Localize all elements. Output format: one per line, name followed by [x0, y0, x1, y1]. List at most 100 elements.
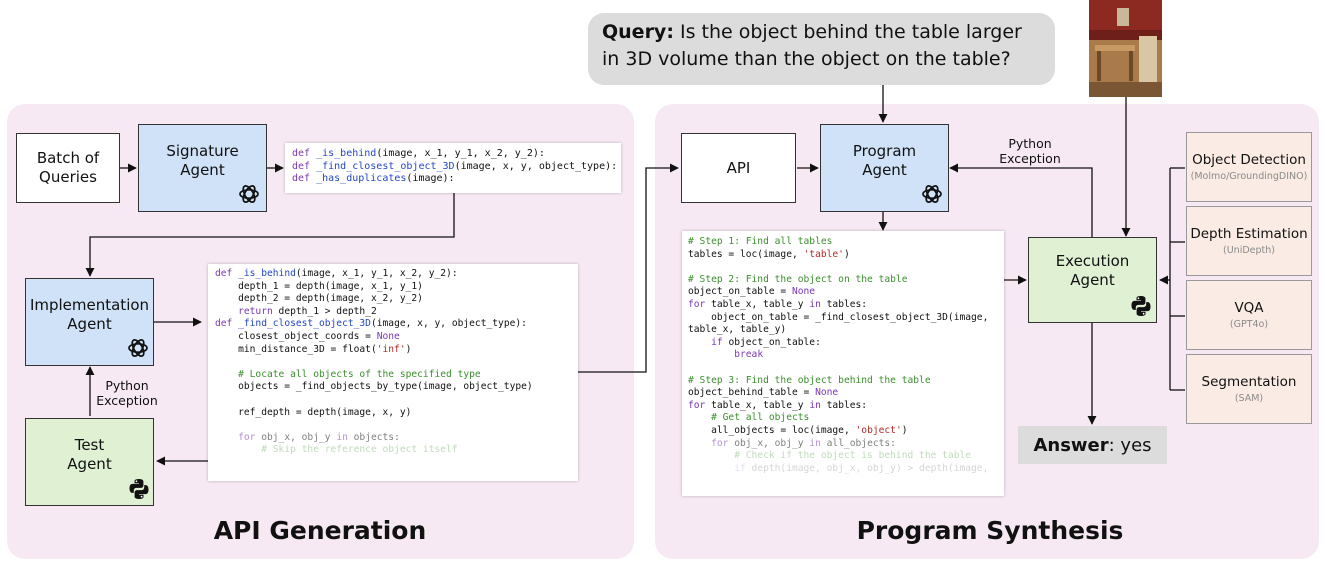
code-token: object_on_table = _find_closest_object_3… — [688, 311, 989, 323]
code-token: (image, x_1, y_1, x_2, y_2): — [376, 148, 545, 159]
code-line: # Locate all objects of the specified ty… — [215, 369, 571, 382]
code-line: depth_1 = depth(image, x_1, y_1) — [215, 281, 571, 294]
code-token: break — [734, 349, 764, 361]
code-token: _is_behind — [316, 148, 377, 159]
tool-object-detection: Object Detection (Molmo/GroundingDINO) — [1186, 132, 1312, 202]
tool-depth-estimation: Depth Estimation (UniDepth) — [1186, 206, 1312, 276]
code-line: ref_depth = depth(image, x, y) — [215, 407, 571, 420]
code-line: table_x, table_y) — [688, 324, 998, 337]
code-line: object_on_table = None — [688, 286, 998, 299]
code-line: def _has_duplicates(image): — [292, 172, 614, 185]
tool-sub: (GPT4o) — [1229, 319, 1269, 330]
code-token: # Step 2: Find the object on the table — [688, 273, 908, 285]
code-line: depth_2 = depth(image, x_2, y_2) — [215, 293, 571, 306]
code-line — [215, 394, 571, 407]
batch-of-queries-box: Batch of Queries — [16, 133, 120, 203]
code-line — [688, 362, 998, 375]
code-token: _find_closest_object_3D — [316, 160, 455, 172]
code-token: None — [376, 330, 400, 342]
python-icon — [1131, 296, 1151, 316]
code-line — [688, 261, 998, 274]
code-token: obj_x, obj_y — [734, 437, 810, 449]
code-token: 'object' — [855, 424, 902, 436]
code-token: # Check if the object is behind the tabl… — [688, 450, 972, 462]
signature-code-snippet: def _is_behind(image, x_1, y_1, x_2, y_2… — [285, 143, 621, 193]
tool-name: Depth Estimation — [1190, 226, 1308, 242]
code-token: in — [809, 298, 827, 310]
code-line: for obj_x, obj_y in objects: — [215, 432, 571, 445]
batch-of-queries-label: Batch of Queries — [36, 149, 100, 186]
code-token: depth_2 = depth(image, x_2, y_2) — [215, 293, 423, 305]
openai-icon — [239, 185, 259, 203]
code-line: def _find_closest_object_3D(image, x, y,… — [215, 318, 571, 331]
code-line: for table_x, table_y in tables: — [688, 400, 998, 413]
code-token: (image, x, y, object_type): — [370, 318, 527, 330]
code-line: # Get all objects — [688, 412, 998, 425]
code-line — [215, 356, 571, 369]
code-token: in — [809, 437, 827, 449]
query-text: Is the object behind the table larger in… — [602, 21, 1022, 70]
code-token: (image): — [406, 173, 455, 185]
code-line: # Step 1: Find all tables — [688, 236, 998, 249]
python-icon — [129, 479, 149, 499]
code-token: for — [688, 399, 712, 411]
tool-name: Segmentation — [1201, 374, 1297, 390]
program-synthesis-title: Program Synthesis — [856, 516, 1124, 545]
answer-label: Answer — [1033, 434, 1109, 456]
tool-segmentation: Segmentation (SAM) — [1186, 354, 1312, 424]
code-line: # Check if the object is behind the tabl… — [688, 450, 998, 463]
code-line: tables = loc(image, 'table') — [688, 249, 998, 262]
code-line: # Step 2: Find the object on the table — [688, 274, 998, 287]
query-label: Query: — [602, 21, 674, 43]
code-token: all_objects: — [826, 437, 896, 449]
code-line: break — [688, 349, 998, 362]
program-agent-label: Program Agent — [852, 142, 917, 179]
code-token: (image, x_1, y_1, x_2, y_2): — [295, 268, 458, 279]
test-agent-label: Test Agent — [67, 436, 112, 473]
code-token: object_on_table: — [728, 336, 821, 348]
code-token — [688, 463, 734, 474]
code-token: def — [292, 148, 317, 159]
code-token: in — [809, 399, 827, 411]
signature-agent-label: Signature Agent — [166, 142, 239, 179]
code-token: objects: — [353, 431, 400, 443]
code-token: if — [734, 462, 752, 474]
code-line: if depth(image, obj_x, obj_y) > depth(im… — [688, 463, 998, 476]
code-token: for — [688, 298, 712, 310]
code-token: ) — [405, 343, 412, 355]
code-token: in — [336, 431, 354, 443]
code-token: _has_duplicates — [316, 173, 407, 185]
code-token: ) — [901, 424, 908, 436]
code-line: if object_on_table: — [688, 337, 998, 350]
code-token: 'inf' — [376, 343, 406, 355]
answer-box: Answer : yes — [1018, 426, 1167, 464]
code-token: def — [292, 160, 317, 172]
code-line — [215, 419, 571, 432]
answer-value: : yes — [1108, 434, 1152, 456]
tool-name: Object Detection — [1192, 152, 1306, 168]
code-line: def _is_behind(image, x_1, y_1, x_2, y_2… — [292, 147, 614, 160]
openai-icon — [922, 185, 942, 203]
openai-icon — [128, 339, 148, 357]
code-token: # Step 3: Find the object behind the tab… — [688, 374, 931, 386]
code-token: # Locate all objects of the specified ty… — [215, 368, 481, 380]
code-token: object_on_table = — [688, 286, 792, 298]
code-token: objects = _find_objects_by_type(image, o… — [215, 381, 533, 393]
code-token: min_distance_3D = float( — [215, 343, 377, 355]
code-token — [688, 337, 711, 348]
code-token: for — [238, 431, 262, 443]
tool-name: VQA — [1234, 300, 1264, 316]
code-token: None — [791, 286, 816, 298]
code-token — [215, 432, 238, 443]
code-token: for — [711, 437, 735, 449]
code-token: # Get all objects — [688, 412, 810, 424]
code-token: None — [815, 387, 839, 399]
api-box: API — [681, 133, 796, 203]
code-token: def — [215, 268, 239, 279]
tool-vqa: VQA (GPT4o) — [1186, 280, 1312, 350]
code-token: _is_behind — [238, 268, 296, 279]
code-token: _find_closest_object_3D — [238, 318, 371, 330]
code-token: depth(image, obj_x, obj_y) > depth(image… — [751, 462, 989, 474]
code-line: for obj_x, obj_y in all_objects: — [688, 438, 998, 451]
